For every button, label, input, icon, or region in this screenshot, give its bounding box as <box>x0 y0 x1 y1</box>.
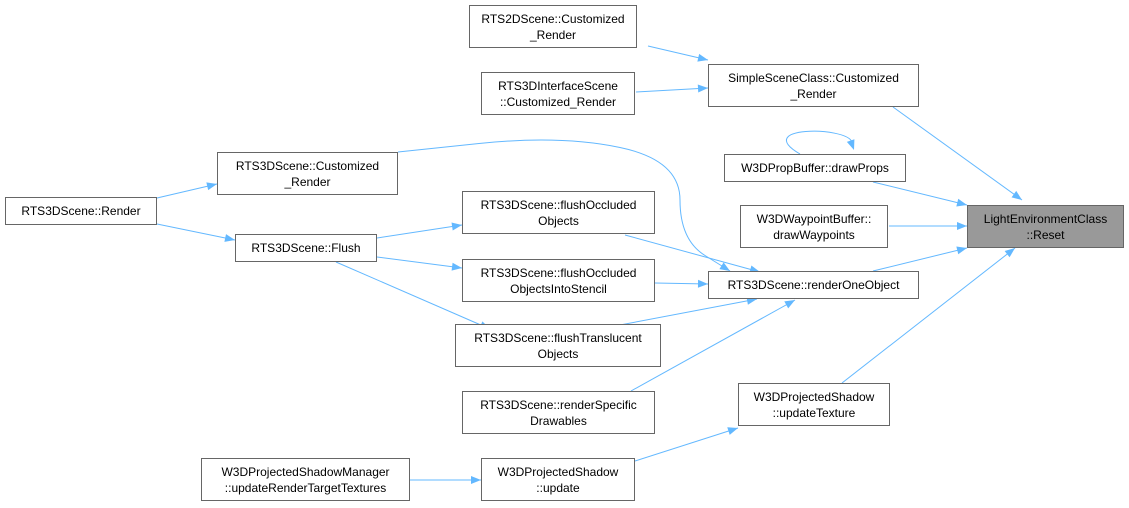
edge-renderspecific-to-renderone-arrowhead <box>784 300 795 309</box>
edge-renderone-to-root-arrowhead <box>956 246 967 255</box>
node-drawprops[interactable]: W3DPropBuffer::drawProps <box>724 154 906 182</box>
edge-drawwaypoints-to-root-arrowhead <box>957 222 967 230</box>
edge-projshadow-updatetexture-to-root <box>841 247 1016 384</box>
edge-stencil-to-renderone-arrowhead <box>697 279 708 288</box>
edge-simplescene-to-root <box>892 106 1023 201</box>
node-label: RTS3DScene::flushOccluded ObjectsIntoSte… <box>480 265 637 296</box>
edge-update-to-updatetexture-arrowhead <box>727 427 738 435</box>
edge-rts2d-to-simplescene-arrowhead <box>697 53 708 62</box>
edge-update-to-updatetexture <box>634 427 739 462</box>
edge-occluded-to-renderone <box>624 234 761 273</box>
node-label: SimpleSceneClass::Customized _Render <box>728 70 899 101</box>
node-label: W3DWaypointBuffer:: drawWaypoints <box>756 211 872 242</box>
edge-flush-to-stencil-arrowhead <box>451 262 462 271</box>
edge-projshadow-updatetexture-to-root-arrowhead <box>1004 248 1015 258</box>
node-simplescene-customized-render[interactable]: SimpleSceneClass::Customized _Render <box>708 64 919 107</box>
node-label: RTS3DScene::renderOneObject <box>727 278 900 292</box>
node-label: RTS3DScene::Flush <box>251 241 361 255</box>
edge-flush-to-occluded-arrowhead <box>451 222 462 231</box>
node-label: W3DProjectedShadow ::updateTexture <box>753 389 875 420</box>
node-label: W3DPropBuffer::drawProps <box>741 161 889 175</box>
node-label: RTS3DScene::renderSpecific Drawables <box>480 397 637 428</box>
edge-drawprops-self-loop <box>786 130 853 155</box>
node-flush-occluded[interactable]: RTS3DScene::flushOccluded Objects <box>462 191 655 234</box>
node-label: RTS3DScene::Customized _Render <box>235 158 380 189</box>
node-label: RTS3DInterfaceScene ::Customized_Render <box>498 78 618 109</box>
node-flush-translucent[interactable]: RTS3DScene::flushTranslucent Objects <box>455 324 661 367</box>
edge-rts3dinterface-to-simplescene-arrowhead <box>697 84 708 93</box>
edge-simplescene-to-root-arrowhead <box>1011 190 1022 200</box>
node-label: W3DProjectedShadowManager ::updateRender… <box>221 464 390 495</box>
edge-rts2d-to-simplescene <box>647 45 709 61</box>
node-label: RTS3DScene::flushTranslucent Objects <box>474 330 642 361</box>
edge-drawprops-self-loop-arrowhead <box>846 139 855 150</box>
node-label: LightEnvironmentClass ::Reset <box>983 211 1108 242</box>
edge-flush-to-translucent <box>335 261 491 330</box>
edge-mgr-to-update-arrowhead <box>471 476 481 484</box>
edge-flush-to-occluded <box>376 224 463 239</box>
node-render-one-object[interactable]: RTS3DScene::renderOneObject <box>708 271 919 299</box>
edge-customized-to-renderone-arrowhead <box>719 262 730 271</box>
node-projshadowmgr-update[interactable]: W3DProjectedShadowManager ::updateRender… <box>201 458 410 501</box>
node-root-lightenvironment-reset: LightEnvironmentClass ::Reset <box>967 205 1124 248</box>
edge-customized-to-renderone <box>397 139 731 272</box>
node-label: W3DProjectedShadow ::update <box>497 464 619 495</box>
edge-render-to-customized <box>156 183 218 199</box>
node-rts3d-interface-customized-render[interactable]: RTS3DInterfaceScene ::Customized_Render <box>481 72 635 115</box>
edge-rts3dinterface-to-simplescene <box>635 87 709 93</box>
node-flush-occluded-stencil[interactable]: RTS3DScene::flushOccluded ObjectsIntoSte… <box>462 259 655 302</box>
edge-drawprops-to-root-arrowhead <box>956 198 967 207</box>
edge-drawprops-to-root <box>872 181 968 206</box>
node-label: RTS2DScene::Customized _Render <box>481 11 625 42</box>
edge-renderone-to-root <box>872 247 968 272</box>
node-rts3d-render[interactable]: RTS3DScene::Render <box>5 197 157 225</box>
edge-renderspecific-to-renderone <box>630 299 796 392</box>
edge-render-to-flush <box>156 223 236 241</box>
node-rts3d-customized-render[interactable]: RTS3DScene::Customized _Render <box>217 152 398 195</box>
node-drawwaypoints[interactable]: W3DWaypointBuffer:: drawWaypoints <box>740 205 888 248</box>
node-projshadow-updatetexture[interactable]: W3DProjectedShadow ::updateTexture <box>738 383 890 426</box>
node-render-specific[interactable]: RTS3DScene::renderSpecific Drawables <box>462 391 655 434</box>
node-projshadow-update[interactable]: W3DProjectedShadow ::update <box>481 458 635 501</box>
edge-render-to-flush-arrowhead <box>224 234 235 242</box>
node-label: RTS3DScene::Render <box>21 204 141 218</box>
node-rts2d-customized-render[interactable]: RTS2DScene::Customized _Render <box>469 5 637 48</box>
edge-translucent-to-renderone <box>619 298 758 326</box>
edge-render-to-customized-arrowhead <box>206 182 217 191</box>
node-label: RTS3DScene::flushOccluded Objects <box>480 197 637 228</box>
node-rts3d-flush[interactable]: RTS3DScene::Flush <box>235 234 377 262</box>
edge-flush-to-stencil <box>376 256 463 269</box>
